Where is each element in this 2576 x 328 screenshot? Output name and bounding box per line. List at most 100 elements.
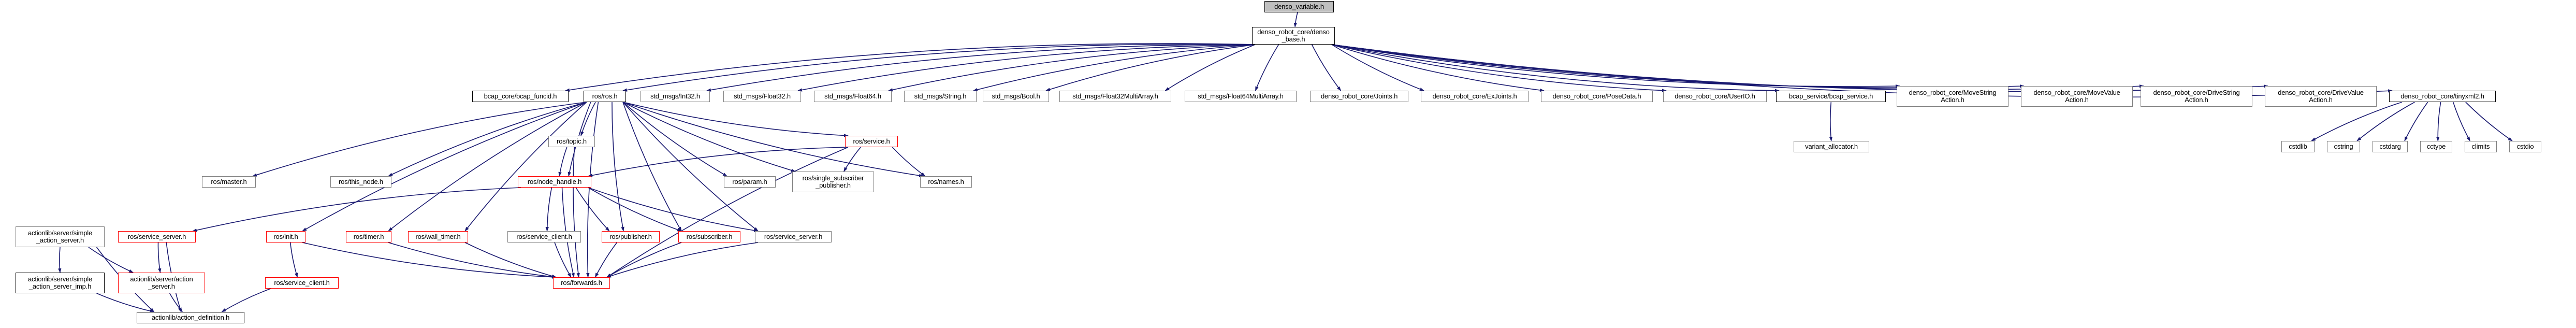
graph-node[interactable]: ros/service.h [845,136,898,147]
graph-node[interactable]: std_msgs/Float32.h [723,91,801,102]
graph-node[interactable]: denso_variable.h [1264,1,1334,12]
graph-edge [622,102,924,177]
graph-edge [594,242,618,278]
graph-edge [1331,44,1545,92]
graph-edge [1331,44,1424,91]
graph-edge [2465,102,2513,141]
graph-node[interactable]: denso_robot_core/MoveValue Action.h [2021,86,2133,107]
graph-node[interactable]: ros/this_node.h [330,176,391,188]
graph-node[interactable]: ros/service_server.h [755,231,832,243]
graph-edge [892,147,926,177]
graph-node[interactable]: actionlib/action_definition.h [137,312,244,323]
graph-node[interactable]: denso_robot_core/MoveString Action.h [1897,86,2009,107]
graph-edge [1331,44,1900,88]
graph-node[interactable]: ros/init.h [266,231,305,243]
graph-edge [464,102,587,232]
graph-edge [588,187,759,232]
graph-edge [2404,102,2428,141]
graph-edge [2311,102,2403,141]
graph-edge [588,187,682,232]
graph-edge [252,102,587,177]
graph-edge [2356,102,2415,141]
graph-edge [1331,44,2025,89]
graph-edge [221,288,271,312]
graph-edge [289,242,298,278]
graph-edge [580,102,596,136]
graph-edge [565,43,1256,92]
graph-node[interactable]: std_msgs/Float64.h [814,91,892,102]
graph-edge [1331,44,1667,92]
graph-node[interactable]: actionlib/server/simple _action_server.h [16,226,105,247]
graph-edge [888,44,1256,92]
graph-node[interactable]: variant_allocator.h [1794,141,1869,152]
graph-edge [622,102,796,172]
graph-node[interactable]: ros/timer.h [346,231,391,243]
graph-node[interactable]: ros/single_subscriber _publisher.h [792,172,874,192]
graph-edge [843,147,861,172]
graph-node[interactable]: std_msgs/Int32.h [641,91,710,102]
graph-node[interactable]: ros/service_server.h [118,231,196,243]
graph-node[interactable]: ros/publisher.h [602,231,660,243]
graph-edge [706,44,1256,92]
graph-edge [1165,44,1256,91]
graph-node[interactable]: denso_robot_core/denso _base.h [1252,27,1335,45]
graph-node[interactable]: actionlib/server/simple _action_server_i… [16,273,105,293]
graph-edge [622,44,1256,92]
graph-edge [545,187,552,232]
graph-node[interactable]: cstring [2327,141,2360,152]
graph-node[interactable]: actionlib/server/action _server.h [118,273,205,293]
graph-node[interactable]: denso_robot_core/tinyxml2.h [2389,91,2496,102]
graph-edge [554,242,572,278]
graph-node[interactable]: std_msgs/Bool.h [983,91,1049,102]
graph-node[interactable]: bcap_service/bcap_service.h [1776,91,1886,102]
graph-node[interactable]: std_msgs/String.h [904,91,977,102]
graph-node[interactable]: ros/names.h [920,176,972,188]
graph-node[interactable]: ros/wall_timer.h [408,231,468,243]
graph-edge [558,147,567,177]
graph-edge [575,187,610,232]
graph-edge [612,102,624,232]
graph-edge [1255,44,1279,91]
graph-edge [1829,102,1833,141]
graph-edge [302,102,587,232]
graph-node[interactable]: denso_robot_core/UserIO.h [1663,91,1767,102]
graph-edge [157,242,162,273]
graph-node[interactable]: bcap_core/bcap_funcid.h [472,91,569,102]
graph-edge [573,147,580,278]
graph-edge [622,102,849,137]
graph-node[interactable]: ros/topic.h [548,136,595,147]
graph-node[interactable]: cctype [2420,141,2452,152]
graph-edge [622,102,727,177]
graph-edge [586,102,599,278]
graph-node[interactable]: ros/subscriber.h [678,231,740,243]
graph-edge [2436,102,2441,141]
graph-node[interactable]: ros/forwards.h [553,277,610,289]
graph-edge [96,293,155,313]
graph-node[interactable]: std_msgs/Float64MultiArray.h [1185,91,1297,102]
graph-edge [88,247,134,273]
graph-node[interactable]: std_msgs/Float32MultiArray.h [1059,91,1171,102]
graph-edge [1293,12,1298,27]
graph-node[interactable]: ros/master.h [202,176,256,188]
graph-node[interactable]: denso_robot_core/Joints.h [1310,91,1408,102]
graph-edge [169,293,183,312]
graph-node[interactable]: denso_robot_core/ExJoints.h [1421,91,1529,102]
graph-node[interactable]: cstdarg [2373,141,2408,152]
graph-edge [588,147,849,177]
graph-edge [1045,44,1256,91]
graph-node[interactable]: cstdlib [2281,141,2315,152]
graph-node[interactable]: denso_robot_core/DriveValue Action.h [2265,86,2377,107]
graph-node[interactable]: ros/ros.h [584,91,626,102]
graph-node[interactable]: climits [2465,141,2497,152]
graph-edge [622,102,759,232]
graph-node[interactable]: ros/service_client.h [507,231,581,243]
graph-node[interactable]: ros/service_client.h [265,277,339,289]
graph-node[interactable]: denso_robot_core/PoseData.h [1541,91,1653,102]
graph-node[interactable]: ros/param.h [724,176,776,188]
graph-node[interactable]: ros/node_handle.h [518,176,591,188]
graph-node[interactable]: denso_robot_core/DriveString Action.h [2141,86,2252,107]
graph-node[interactable]: cstdio [2509,141,2541,152]
graph-edge [606,242,682,278]
